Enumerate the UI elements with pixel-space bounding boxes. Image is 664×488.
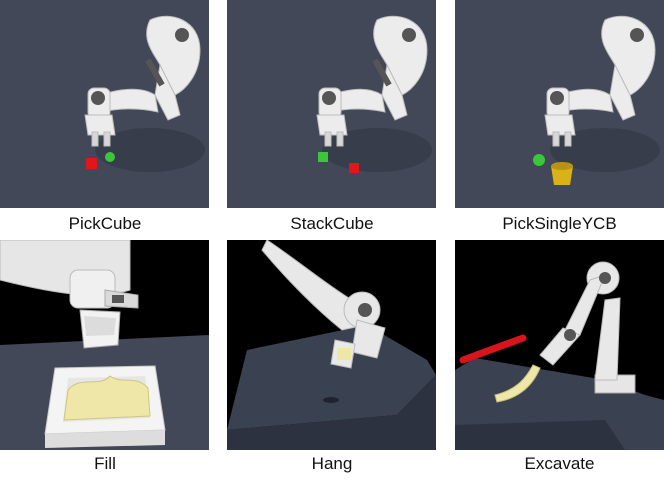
caption-pickcube: PickCube (68, 214, 142, 233)
panel-pickcube: PickCube (0, 0, 210, 240)
panel-stackcube: StackCube (227, 0, 437, 240)
hang-render (227, 240, 436, 450)
stackcube-render (227, 0, 436, 208)
stackcube-scene (227, 0, 436, 208)
caption-hang: Hang (311, 454, 353, 473)
excavate-scene (455, 240, 664, 450)
panel-hang: Hang (227, 240, 437, 488)
hang-scene (227, 240, 436, 450)
robot-arm (0, 240, 139, 349)
granular-material-icon (63, 375, 151, 421)
hang-target (323, 397, 339, 403)
red-rod-icon (459, 334, 527, 364)
fill-scene (0, 240, 209, 450)
pickcube-scene (0, 0, 209, 208)
hanger-object-icon (337, 348, 351, 360)
green-goal-icon (105, 152, 115, 162)
panel-excavate: Excavate (455, 240, 664, 488)
green-goal-icon (533, 154, 545, 166)
excavator-tool-icon (494, 364, 541, 403)
caption-fill: Fill (94, 454, 116, 473)
red-cube-icon (349, 163, 359, 173)
caption-stackcube: StackCube (290, 214, 374, 233)
caption-excavate: Excavate (524, 454, 595, 473)
excavate-render (455, 240, 664, 450)
panel-fill: Fill (0, 240, 210, 488)
table-cloth (227, 325, 436, 430)
caption-picksingleycb: PickSingleYCB (502, 214, 617, 233)
panel-picksingleycb: PickSingleYCB (455, 0, 664, 240)
fill-bin (44, 365, 166, 448)
joint-dark (175, 28, 189, 42)
picksingleycb-scene (455, 0, 664, 208)
picksingleycb-render (455, 0, 664, 208)
red-cube-icon (86, 158, 97, 169)
pickcube-render (0, 0, 209, 208)
fill-render (0, 240, 209, 450)
robot-arm (261, 240, 386, 369)
green-cube-icon (318, 152, 328, 162)
ycb-cup-icon (551, 166, 573, 185)
